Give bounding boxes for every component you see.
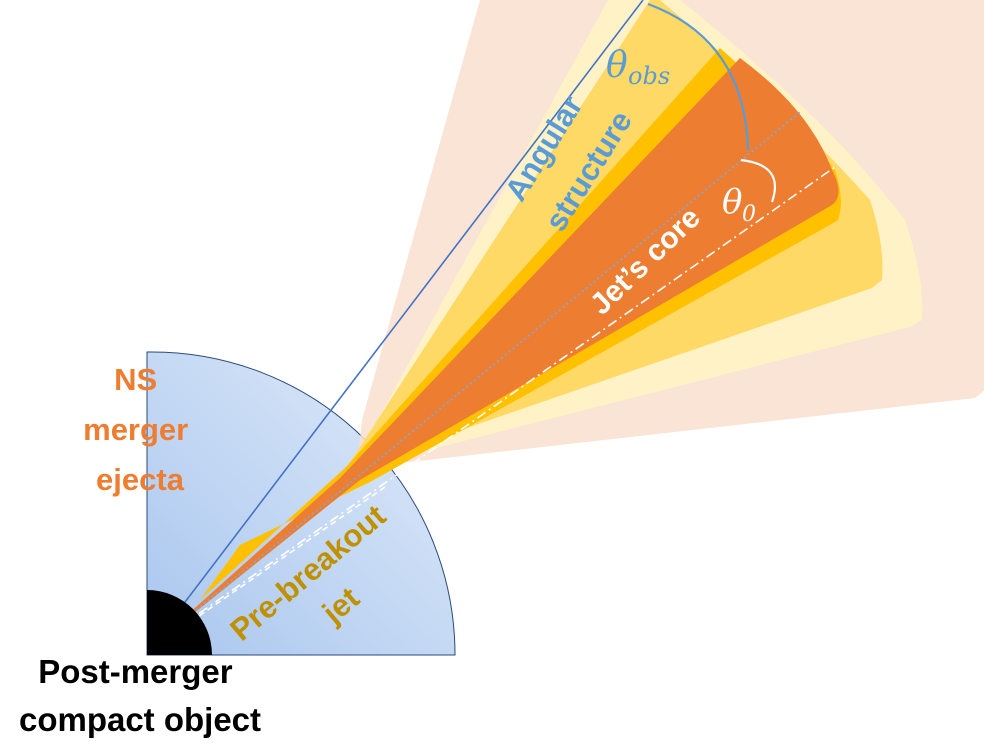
prebreakout-edge-dashed [149, 486, 386, 651]
theta-obs-label: θ obs [606, 45, 670, 90]
theta-0-subscript: 0 [742, 202, 756, 227]
compact-object-label: Post-merger compact object [19, 653, 261, 738]
observer-line [146, 0, 644, 653]
ejecta-label-line-2: merger [83, 412, 188, 447]
theta-0-symbol: θ [722, 182, 742, 222]
jet-core [148, 58, 839, 650]
ejecta-label-line-1: NS [114, 362, 157, 397]
theta-0-arc [740, 158, 777, 203]
compact-object-label-line-2: compact object [19, 701, 261, 738]
ejecta-label-line-3: ejecta [96, 462, 185, 497]
theta-obs-subscript: obs [628, 62, 670, 90]
theta-0-label: θ 0 [722, 182, 756, 227]
compact-object-label-line-1: Post-merger [38, 653, 233, 690]
compact-object [147, 590, 212, 655]
theta-obs-arc [647, 2, 750, 151]
jet-axis-dotted [149, 111, 801, 649]
theta-obs-symbol: θ [606, 45, 628, 86]
ejecta-label: NS merger ejecta [83, 362, 197, 497]
